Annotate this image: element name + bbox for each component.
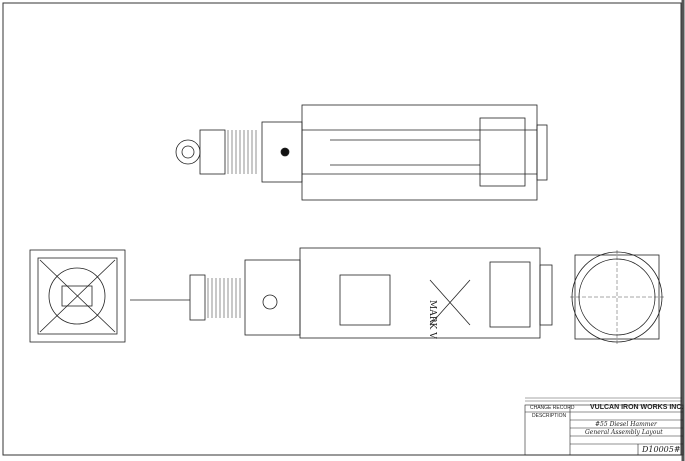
drawing-number: D10005# [642,445,681,454]
company-name: VULCAN IRON WORKS INC. [590,404,684,411]
change-record-label: CHANGE RECORD [530,405,575,411]
drawing-title: General Assembly Layout [585,429,663,436]
side-view [130,247,553,339]
description-label: DESCRIPTION [532,413,567,419]
title-block [524,397,684,456]
side-view-marking: MARK V [427,300,437,339]
top-view [175,104,548,201]
drawing-border [2,2,682,456]
left-end-view [29,249,126,343]
product-name: #55 Diesel Hammer [595,421,657,428]
right-end-view [570,250,664,344]
